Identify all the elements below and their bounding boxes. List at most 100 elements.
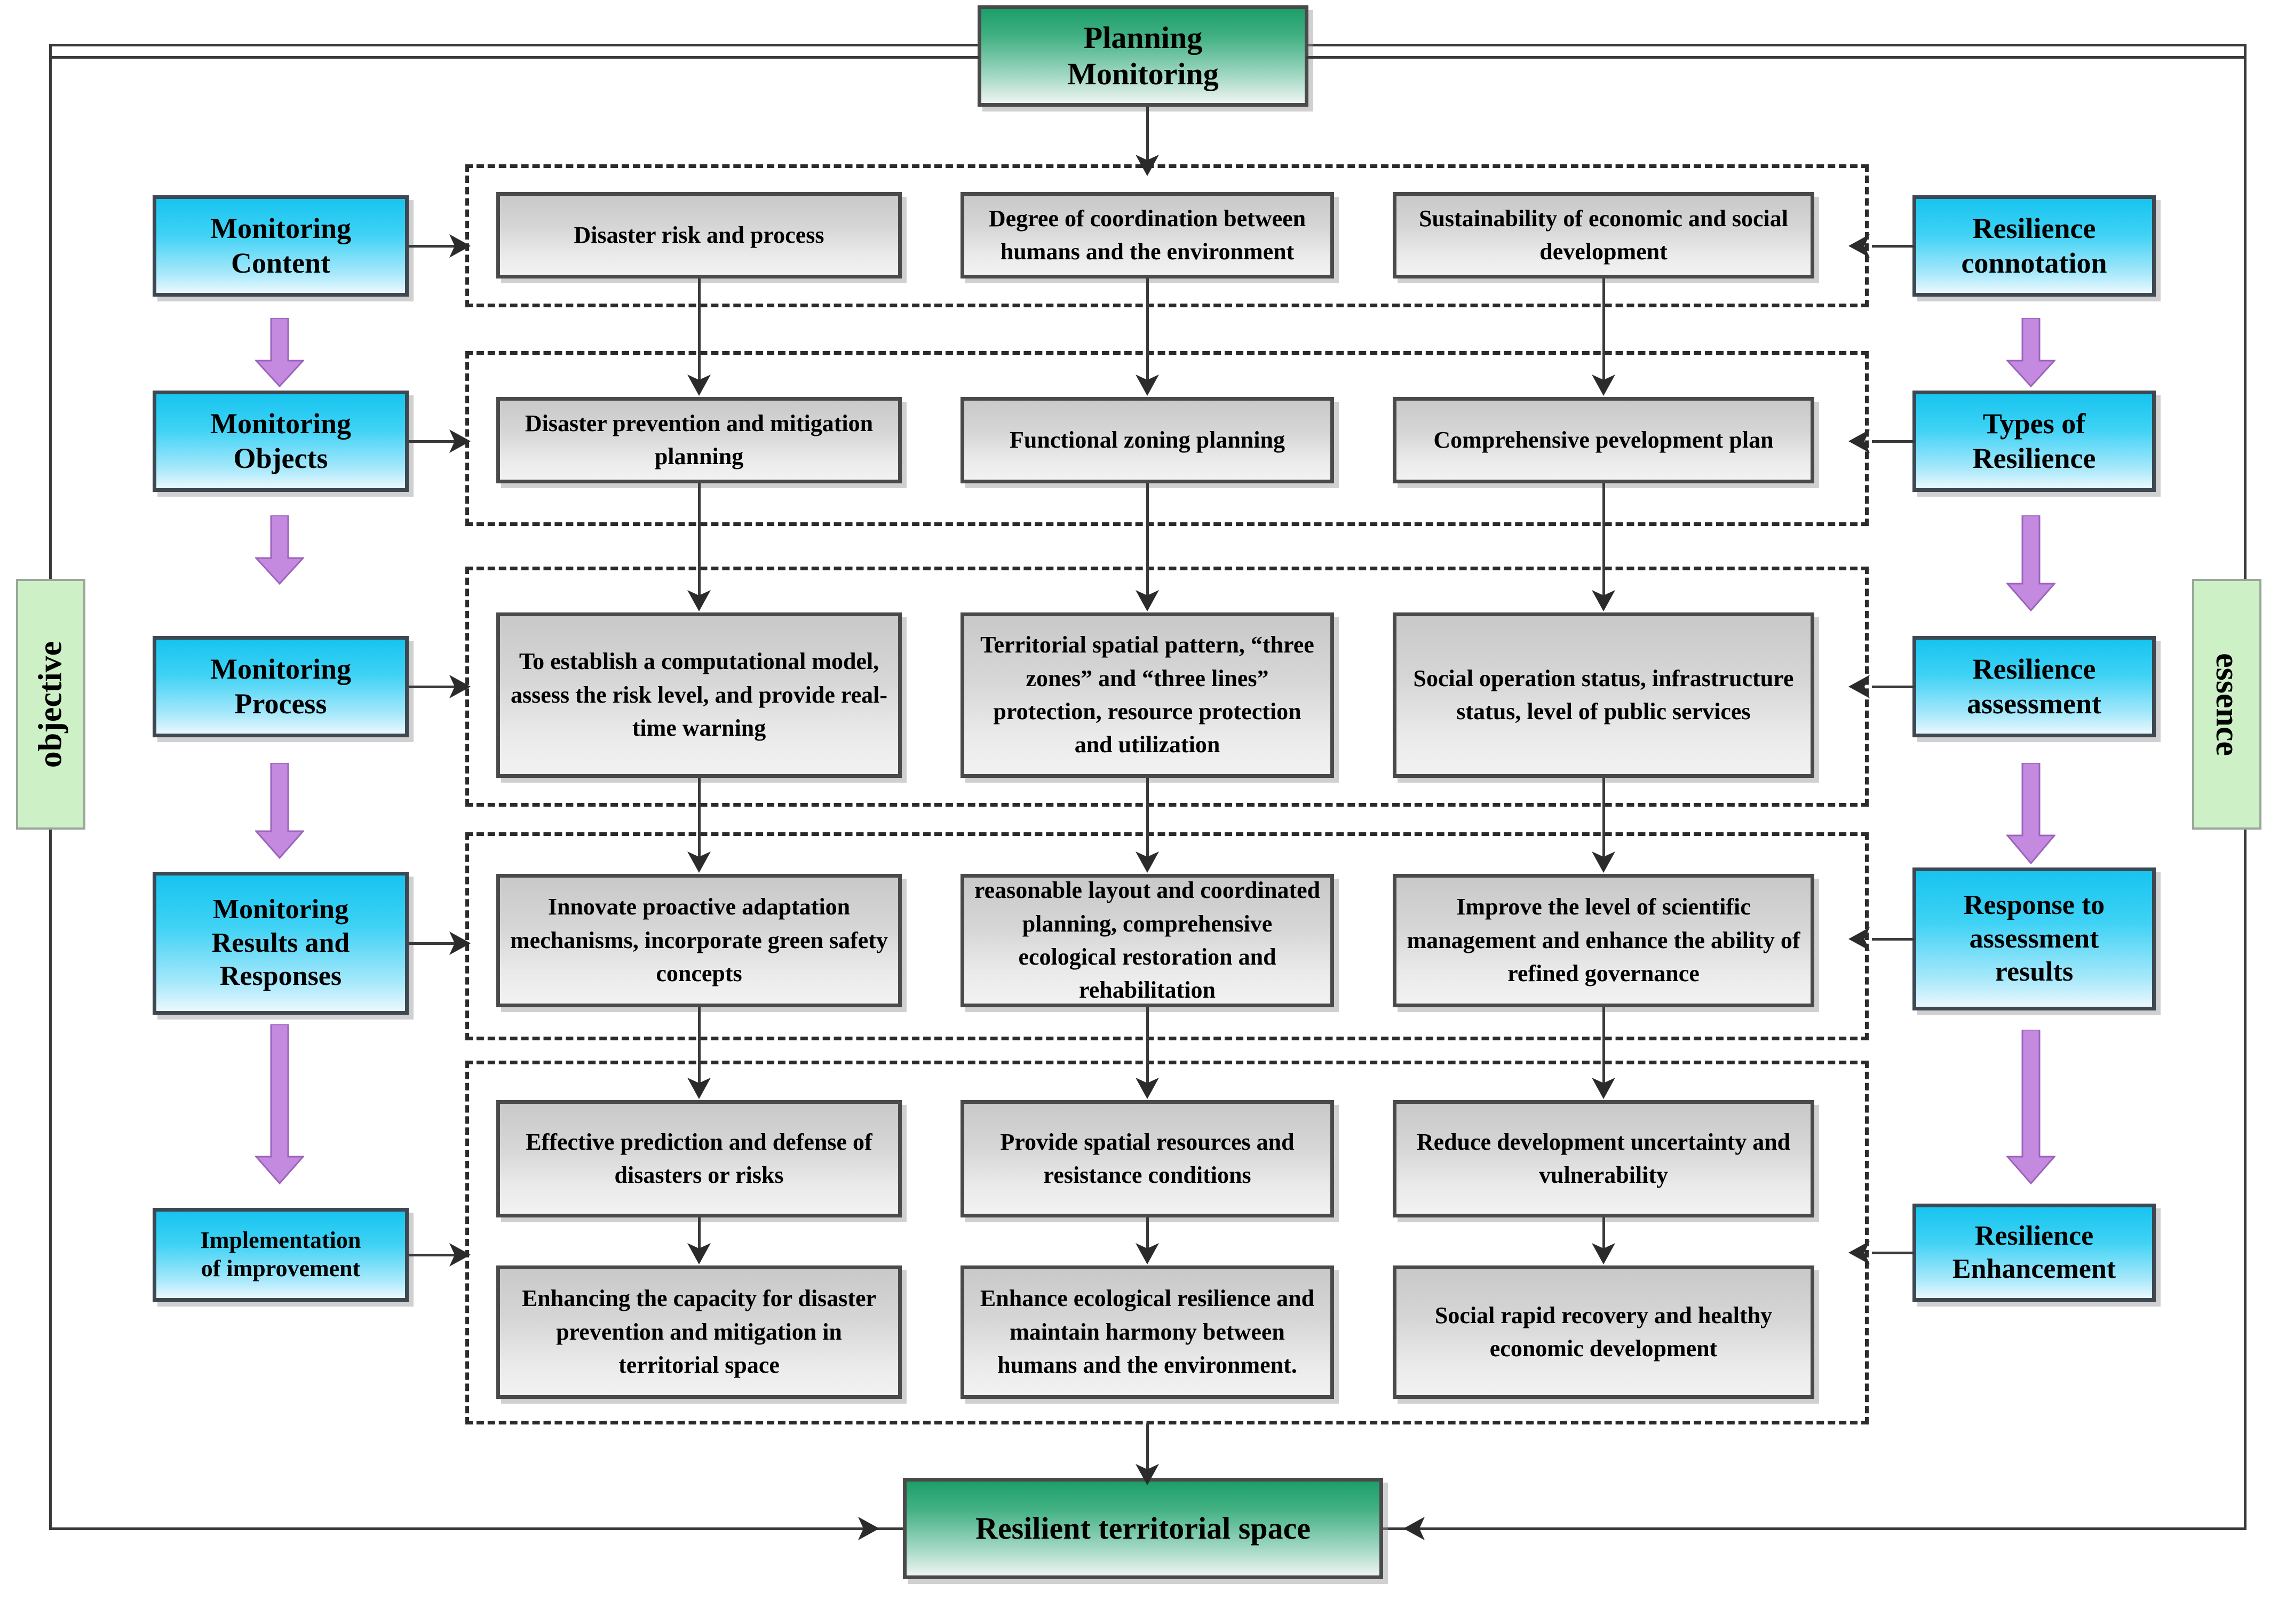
left-rail-implementation-improvement[interactable]: Implementation of improvement [153, 1208, 409, 1302]
arrowhead-r3c3-r4c3 [1591, 850, 1616, 874]
right-rail-response-line1: Response to [1963, 890, 2105, 921]
side-banner-essence-label: essence [2209, 652, 2245, 756]
left-rail-monitoring-content-line1: Monitoring [210, 212, 351, 245]
arrowhead-r5c2-r6c2 [1134, 1242, 1160, 1265]
arrowhead-r3c2-r4c2 [1134, 850, 1160, 874]
arrowhead-r2c1-r3c1 [686, 589, 712, 612]
arrowhead-r3c1-r4c1 [686, 850, 712, 874]
content-box-r5c3[interactable]: Reduce development uncertainty and vulne… [1393, 1100, 1814, 1217]
right-rail-assessment-line1: Resilience [1972, 653, 2096, 686]
planning-monitoring-line2: Monitoring [1067, 57, 1219, 91]
connector-left-rail-1 [409, 245, 462, 248]
arrowhead-r5c3-r6c3 [1591, 1242, 1616, 1265]
purple-arrow-left-2 [255, 515, 304, 585]
content-box-r1c3[interactable]: Sustainability of economic and social de… [1393, 192, 1814, 278]
arrowhead-right-rail-4 [1847, 926, 1871, 952]
connector-r1c3-r2c3 [1602, 278, 1605, 385]
content-box-r4c3[interactable]: Improve the level of scientific manageme… [1393, 874, 1814, 1007]
arrowhead-right-rail-1 [1847, 233, 1871, 259]
arrowhead-frame-feed-right [1402, 1516, 1426, 1541]
connector-r2c2-r3c2 [1146, 483, 1149, 601]
connector-r3c1-r4c1 [698, 778, 701, 863]
content-box-r6c2[interactable]: Enhance ecological resilience and mainta… [961, 1265, 1334, 1399]
content-box-r1c2[interactable]: Degree of coordination between humans an… [961, 192, 1334, 278]
arrowhead-left-rail-1 [448, 233, 472, 259]
planning-monitoring-line1: Planning [1083, 20, 1203, 55]
right-rail-types-line1: Types of [1982, 408, 2086, 440]
content-box-r5c1[interactable]: Effective prediction and defense of disa… [496, 1100, 902, 1217]
content-box-r4c1[interactable]: Innovate proactive adaptation mechanisms… [496, 874, 902, 1007]
arrowhead-frame-feed-left [857, 1516, 880, 1541]
arrowhead-left-rail-3 [448, 674, 472, 699]
side-banner-essence: essence [2192, 579, 2261, 830]
connector-right-rail-5 [1872, 1252, 1915, 1254]
content-box-r3c1[interactable]: To establish a computational model, asse… [496, 612, 902, 778]
content-box-r6c3[interactable]: Social rapid recovery and healthy econom… [1393, 1265, 1814, 1399]
planning-monitoring-box[interactable]: Planning Monitoring [978, 5, 1308, 107]
arrowhead-r4c1-r5c1 [686, 1077, 712, 1100]
right-rail-types-line2: Resilience [1972, 442, 2096, 474]
content-box-r2c3[interactable]: Comprehensive pevelopment plan [1393, 397, 1814, 483]
right-rail-resilience-assessment[interactable]: Resilience assessment [1912, 636, 2156, 737]
connector-r1c2-r2c2 [1146, 278, 1149, 385]
connector-right-rail-4 [1872, 938, 1915, 941]
side-banner-objective: objective [16, 579, 85, 830]
connector-right-rail-2 [1872, 440, 1915, 443]
right-rail-resilience-enhancement[interactable]: Resilience Enhancement [1912, 1204, 2156, 1302]
left-rail-implementation-line1: Implementation [200, 1227, 361, 1254]
right-rail-resilience-connotation-line1: Resilience [1972, 212, 2096, 245]
dash-group-monitoring-objects [465, 351, 1869, 526]
connector-right-rail-1 [1872, 245, 1915, 248]
connector-top-to-row1 [1146, 107, 1149, 160]
content-box-r3c3[interactable]: Social operation status, infrastructure … [1393, 612, 1814, 778]
arrowhead-bottom-group-to-result [1134, 1463, 1160, 1486]
purple-arrow-left-1 [255, 318, 304, 387]
left-rail-monitoring-content-line2: Content [231, 247, 330, 279]
left-rail-monitoring-objects-line1: Monitoring [210, 408, 351, 440]
content-box-r2c1[interactable]: Disaster prevention and mitigation plann… [496, 397, 902, 483]
arrowhead-r5c1-r6c1 [686, 1242, 712, 1265]
right-rail-resilience-connotation-line2: connotation [1961, 247, 2107, 279]
arrowhead-r2c3-r3c3 [1591, 589, 1616, 612]
arrowhead-right-rail-2 [1847, 428, 1871, 454]
frame-feed-right [1430, 1527, 2244, 1530]
connector-bottom-group-to-result [1146, 1423, 1149, 1475]
connector-r2c1-r3c1 [698, 483, 701, 601]
right-rail-response-line2: assessment [1969, 923, 2099, 954]
right-rail-types-of-resilience[interactable]: Types of Resilience [1912, 391, 2156, 492]
left-rail-monitoring-results[interactable]: Monitoring Results and Responses [153, 872, 409, 1015]
arrowhead-r2c2-r3c2 [1134, 589, 1160, 612]
content-box-r1c1[interactable]: Disaster risk and process [496, 192, 902, 278]
dash-group-monitoring-content [465, 164, 1869, 307]
content-box-r3c2[interactable]: Territorial spatial pattern, “three zone… [961, 612, 1334, 778]
left-rail-monitoring-process[interactable]: Monitoring Process [153, 636, 409, 737]
connector-r2c3-r3c3 [1602, 483, 1605, 601]
content-box-r2c2[interactable]: Functional zoning planning [961, 397, 1334, 483]
connector-left-rail-3 [409, 686, 462, 688]
left-rail-monitoring-objects-line2: Objects [233, 442, 328, 474]
left-rail-monitoring-process-line2: Process [234, 688, 327, 720]
content-box-r5c2[interactable]: Provide spatial resources and resistance… [961, 1100, 1334, 1217]
arrowhead-r4c3-r5c3 [1591, 1077, 1616, 1100]
left-rail-monitoring-process-line1: Monitoring [210, 653, 351, 686]
connector-r5c2-r6c2 [1146, 1217, 1149, 1252]
left-rail-monitoring-content[interactable]: Monitoring Content [153, 195, 409, 297]
arrowhead-right-rail-3 [1847, 674, 1871, 699]
resilient-territorial-space-label: Resilient territorial space [975, 1510, 1311, 1546]
frame-top-left-segment [51, 56, 979, 59]
content-box-r4c2[interactable]: reasonable layout and coordinated planni… [961, 874, 1334, 1007]
arrowhead-top-to-row1 [1134, 154, 1160, 177]
right-rail-resilience-connotation[interactable]: Resilience connotation [1912, 195, 2156, 297]
left-rail-monitoring-objects[interactable]: Monitoring Objects [153, 391, 409, 492]
purple-arrow-left-3 [255, 763, 304, 859]
connector-r5c1-r6c1 [698, 1217, 701, 1252]
purple-arrow-right-4 [2006, 1030, 2055, 1184]
purple-arrow-right-3 [2006, 763, 2055, 864]
left-rail-monitoring-results-line3: Responses [219, 961, 342, 992]
content-box-r6c1[interactable]: Enhancing the capacity for disaster prev… [496, 1265, 902, 1399]
arrowhead-left-rail-4 [448, 930, 472, 956]
right-rail-response-assessment[interactable]: Response to assessment results [1912, 867, 2156, 1010]
connector-r4c1-r5c1 [698, 1007, 701, 1087]
resilient-territorial-space-box[interactable]: Resilient territorial space [903, 1478, 1383, 1579]
